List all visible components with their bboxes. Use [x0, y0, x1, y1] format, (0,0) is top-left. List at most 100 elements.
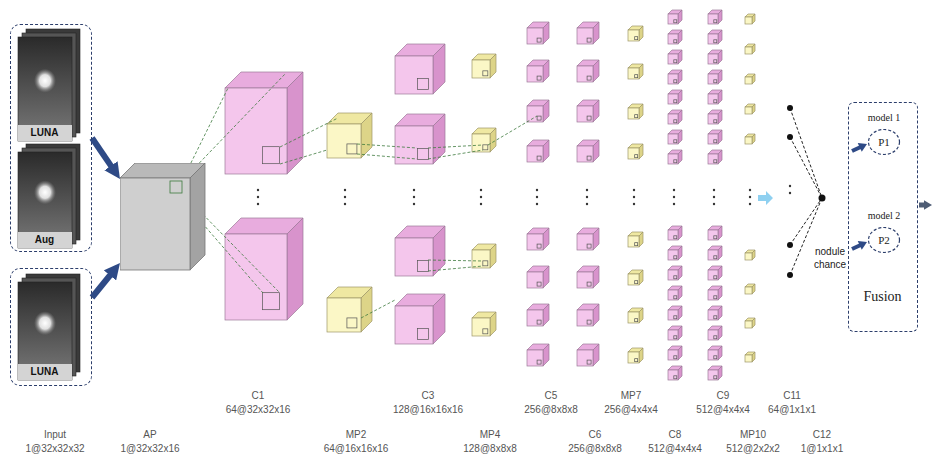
cube-front [628, 68, 639, 79]
cube-front [472, 60, 490, 78]
feature-cube [472, 244, 496, 268]
cube-front [708, 330, 718, 340]
ct-slice [18, 282, 72, 380]
cube-side [593, 228, 599, 250]
cube-front [577, 350, 593, 366]
cube-side [678, 90, 682, 104]
cube-side [490, 312, 496, 336]
ellipsis-dot [713, 196, 715, 198]
nodule-blob [34, 69, 56, 93]
layer-label: C12 [813, 428, 831, 442]
projection-line [488, 116, 537, 145]
slice-caption-strip [18, 364, 72, 380]
feature-cube [668, 226, 682, 240]
model-input-arrow-shaft [852, 147, 861, 151]
cube-front [708, 114, 718, 124]
projection-line [361, 300, 395, 318]
feature-cube [628, 104, 643, 119]
feature-cube [668, 326, 682, 340]
feature-cube [708, 346, 722, 360]
feature-cube [225, 72, 303, 174]
feature-cube [708, 90, 722, 104]
kernel-square [537, 320, 541, 324]
cube-front [527, 146, 543, 162]
model-input-arrow-shaft [852, 245, 861, 249]
ellipsis-dot [257, 203, 259, 205]
feature-cube [327, 287, 372, 332]
cube-front [668, 134, 678, 144]
cube-front [708, 370, 718, 380]
cube-side [593, 140, 599, 162]
fc-connection [790, 198, 822, 245]
cube-front [527, 350, 543, 366]
kernel-square [674, 80, 677, 83]
cube-side [718, 306, 722, 320]
kernel-square [674, 256, 677, 259]
cube-front [708, 134, 718, 144]
kernel-square [537, 282, 541, 286]
cube-front [527, 234, 543, 250]
cube-front [745, 47, 752, 54]
cube-front [668, 154, 678, 164]
cube-side [433, 294, 445, 344]
text-holder: 512@4x4x4 [635, 442, 715, 456]
text-holder: Fusion [851, 287, 915, 306]
feature-cube [527, 140, 549, 162]
layer-label: C1 [252, 389, 265, 403]
feature-cube [527, 100, 549, 122]
cube-front [708, 250, 718, 260]
cube-front [472, 318, 490, 336]
kernel-square [263, 147, 280, 164]
feature-cube [577, 228, 599, 250]
cube-side [678, 366, 682, 380]
text-holder: C11 [752, 389, 832, 403]
kernel-square [635, 359, 638, 362]
feature-cube [708, 246, 722, 260]
cube-front [225, 88, 287, 174]
cube-side [593, 60, 599, 82]
layer-label: C5 [545, 389, 558, 403]
feature-cube [745, 104, 755, 114]
cube-side [287, 72, 303, 174]
layer-label: MP4 [480, 428, 501, 442]
kernel-square [674, 20, 677, 23]
kernel-square [587, 76, 591, 80]
feature-cube [708, 70, 722, 84]
layer-label: 256@8x8x8 [568, 442, 622, 456]
layer-label: 256@4x4x4 [604, 403, 658, 417]
text-holder: P1 [870, 135, 898, 150]
kernel-square [635, 281, 638, 284]
feature-cube [577, 22, 599, 44]
cube-side [678, 70, 682, 84]
kernel-square [674, 296, 677, 299]
kernel-square [587, 282, 591, 286]
text-holder: C1 [218, 389, 298, 403]
ellipsis-dot [536, 189, 538, 191]
kernel-square [674, 316, 677, 319]
cube-front [708, 94, 718, 104]
feature-cube [668, 130, 682, 144]
layer-label: 512@4x4x4 [648, 442, 702, 456]
kernel-square [714, 140, 717, 143]
model-input-arrow-head [858, 241, 867, 250]
text-holder: 512@2x2x2 [713, 442, 793, 456]
text-holder: 64@32x32x16 [218, 403, 298, 417]
model-circle: model 1P1 [855, 111, 913, 159]
projection-line [428, 150, 483, 159]
feature-cube [472, 312, 496, 336]
cube-side [752, 134, 755, 144]
ellipsis-dot [413, 196, 415, 198]
cube-side [752, 250, 755, 260]
cube-front [708, 14, 718, 24]
cube-side [639, 144, 643, 159]
kernel-square [674, 40, 677, 43]
cube-side [490, 244, 496, 268]
model-input-arrow-head [858, 143, 867, 152]
cube-front [527, 66, 543, 82]
feature-cube [708, 110, 722, 124]
feature-cube [527, 60, 549, 82]
input-arrow [92, 270, 114, 298]
cube-side [433, 44, 445, 94]
cube-side [639, 26, 643, 41]
neuron-dot [787, 134, 793, 140]
